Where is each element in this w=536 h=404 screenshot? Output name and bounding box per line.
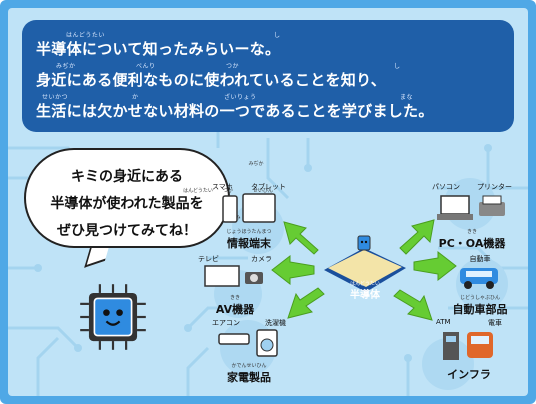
arrow-to-info [283, 221, 319, 255]
ruby-text: つか [226, 63, 240, 70]
ruby-text: せいかつ [42, 94, 69, 101]
ruby-text: かでんせいひん [231, 363, 267, 369]
caption-smartphone: スマホ [212, 183, 233, 191]
caption-pc: パソコン [432, 183, 460, 191]
caption-tv: テレビ [198, 255, 219, 263]
summary-banner: はんどうたい し 半導体について知ったみらいーな。 みぢか べんり つか し 身… [22, 20, 514, 132]
ruby-text: きき [229, 295, 240, 301]
semiconductor-label: 半導体 [350, 290, 380, 301]
arrow-to-appliance [287, 287, 325, 319]
banner-line-3: せいかつ か ざいりょう まな 生活には欠かせない材料の一つであることを学びまし… [36, 92, 500, 123]
banner-line-1: はんどうたい し 半導体について知ったみらいーな。 [36, 30, 500, 61]
banner-text-3: 生活には欠かせない材料の一つであることを学びました。 [36, 102, 434, 120]
bubble-line-3: み ぜひ見つけてみてね！ [26, 214, 241, 241]
category-av: テレビ カメラ きき AV機器 [198, 254, 272, 317]
label-pc-oa: PC・OA機器 [438, 237, 506, 250]
caption-tablet: タブレット [251, 183, 286, 191]
ruby-text: はんどうたい [66, 32, 105, 39]
label-appliance: 家電製品 [227, 371, 271, 384]
banner-line-2: みぢか べんり つか し 身近にある便利なものに使われていることを知り、 [36, 61, 500, 92]
ruby-text: し [394, 63, 401, 70]
category-infra: ATM 電車 インフラ [436, 318, 502, 382]
pc-printer-icon [437, 195, 505, 220]
bubble-text-3: ぜひ見つけてみてね！ [57, 223, 197, 239]
label-info-terminal: 情報端末 [227, 237, 271, 250]
bubble-text-2: 半導体が使われた製品を [50, 196, 204, 212]
category-info-terminal: スマホ タブレット じょうほうたんまつ 情報端末 [212, 182, 286, 251]
ruby-text: じょうほうたんまつ [226, 229, 272, 235]
arrow-to-av [271, 254, 315, 286]
category-pc-oa: パソコン プリンター きき PC・OA機器 [432, 182, 512, 251]
caption-train: 電車 [488, 319, 502, 327]
bubble-line-2: はんどうたい つか せいひん 半導体が使われた製品を [26, 187, 273, 214]
caption-atm: ATM [436, 318, 451, 326]
arrow-to-car [413, 250, 457, 282]
label-car-parts: 自動車部品 [452, 303, 508, 316]
caption-car: 自動車 [469, 255, 491, 263]
aircon-washer-icon [218, 329, 278, 357]
caption-washer: 洗濯機 [265, 319, 286, 327]
ruby-text: ざいりょう [224, 94, 257, 101]
ruby-text: はんどうたい つか せいひん [183, 188, 273, 194]
caption-camera: カメラ [251, 255, 272, 263]
chip-mascot-icon [80, 284, 146, 350]
label-av: AV機器 [215, 303, 255, 316]
ruby-text: し [274, 32, 281, 39]
ruby-text: べんり [136, 63, 156, 70]
ruby-text: きき [466, 229, 477, 235]
atm-train-icon [443, 332, 493, 360]
car-icon [460, 268, 498, 289]
ruby-text: みぢか [248, 161, 264, 167]
ruby-text: はんどうたい [350, 281, 380, 287]
tv-camera-icon [204, 265, 263, 287]
banner-text-2: 身近にある便利なものに使われていることを知り、 [36, 71, 387, 89]
bubble-text-1: キミの身近にある [71, 169, 183, 185]
ruby-text: まな [400, 94, 414, 101]
speech-bubble: みぢか キミの身近にある はんどうたい つか せいひん 半導体が使われた製品を … [24, 148, 273, 248]
category-appliance: エアコン 洗濯機 かでんせいひん 家電製品 [212, 318, 286, 385]
arrow-to-infra [393, 289, 433, 321]
caption-aircon: エアコン [212, 319, 240, 327]
banner-text-1: 半導体について知ったみらいーな。 [36, 40, 281, 58]
label-infra: インフラ [447, 368, 491, 381]
bubble-line-1: みぢか キミの身近にある [26, 160, 264, 187]
smartphone-tablet-icon [222, 193, 276, 223]
caption-printer: プリンター [477, 183, 512, 191]
ruby-text: か [132, 94, 139, 101]
ruby-text: みぢか [56, 63, 76, 70]
arrow-to-pc [399, 219, 435, 255]
semiconductor-wafer-icon [324, 235, 406, 292]
category-car-parts: 自動車 じどうしゃぶひん 自動車部品 [444, 254, 516, 317]
ruby-text: じどうしゃぶひん [459, 295, 500, 301]
ruby-text: み [235, 215, 241, 221]
